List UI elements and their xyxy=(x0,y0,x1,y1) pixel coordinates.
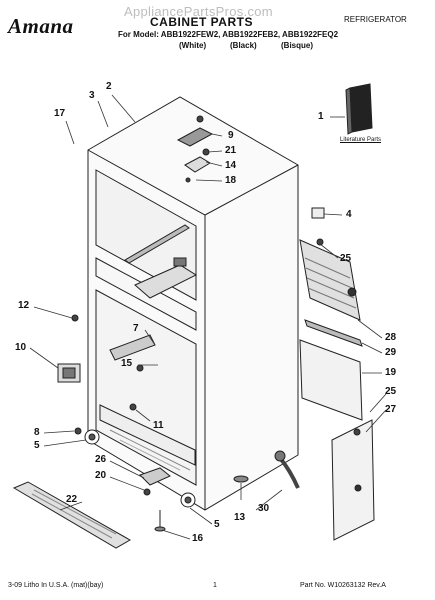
callout-number: 3 xyxy=(89,90,95,101)
callout-number: 29 xyxy=(385,347,397,358)
callout-number: 28 xyxy=(385,332,397,343)
literature-booklet xyxy=(345,83,373,135)
footer-part-number: Part No. W10263132 Rev.A xyxy=(300,582,386,589)
callout-number: 5 xyxy=(214,519,220,530)
callout-number: 27 xyxy=(385,404,397,415)
grille-panel xyxy=(299,339,363,421)
leader-lines xyxy=(29,94,387,540)
screws xyxy=(71,238,361,496)
brand-logo: Amana xyxy=(8,14,74,38)
base-grille xyxy=(12,481,132,549)
callout-number: 16 xyxy=(192,533,204,544)
clip-part xyxy=(311,207,325,219)
footer-litho: 3-09 Litho In U.S.A. (mat)(bay) xyxy=(8,582,104,589)
cover-plate xyxy=(331,419,375,541)
callout-number: 18 xyxy=(225,175,237,186)
literature-parts-label: Literature Parts xyxy=(340,137,382,143)
callout-number: 2 xyxy=(106,81,112,92)
callout-number: 12 xyxy=(18,300,30,311)
strip-part xyxy=(304,319,363,347)
callout-number: 9 xyxy=(228,130,234,141)
handle-tool xyxy=(278,456,300,489)
callout-number: 17 xyxy=(54,108,66,119)
watermark: AppliancePartsPros.com xyxy=(124,4,273,19)
callout-number: 11 xyxy=(153,420,164,431)
bottom-hinge xyxy=(139,467,171,486)
color-bisque: (Bisque) xyxy=(281,41,313,50)
appliance-type: REFRIGERATOR xyxy=(344,15,407,24)
callout-number: 22 xyxy=(66,494,78,505)
page-title: CABINET PARTS xyxy=(150,15,253,29)
callout-number: 15 xyxy=(121,358,133,369)
callout-number: 7 xyxy=(133,323,139,334)
callout-number: 8 xyxy=(34,427,40,438)
color-white: (White) xyxy=(179,41,207,50)
callout-number: 5 xyxy=(34,440,40,451)
callout-number: 20 xyxy=(95,470,107,481)
callout-number: 26 xyxy=(95,454,107,465)
model-list: For Model: ABB1922FEW2, ABB1922FEB2, ABB… xyxy=(118,30,339,39)
callout-number: 25 xyxy=(385,386,397,397)
callout-number: 25 xyxy=(340,253,352,264)
callout-number: 13 xyxy=(234,512,246,523)
callout-number: 14 xyxy=(225,160,237,171)
callout-number: 30 xyxy=(258,503,270,514)
control-panel xyxy=(57,363,81,383)
callout-number: 4 xyxy=(346,209,352,220)
callout-number: 21 xyxy=(225,145,237,156)
callout-number: 10 xyxy=(15,342,27,353)
tool-head xyxy=(274,450,286,462)
rollers xyxy=(84,429,249,532)
cabinet-body xyxy=(87,96,299,511)
color-black: (Black) xyxy=(230,41,257,50)
footer-page-number: 1 xyxy=(213,582,217,589)
callout-number: 1 xyxy=(318,111,324,122)
callout-number: 19 xyxy=(385,367,397,378)
